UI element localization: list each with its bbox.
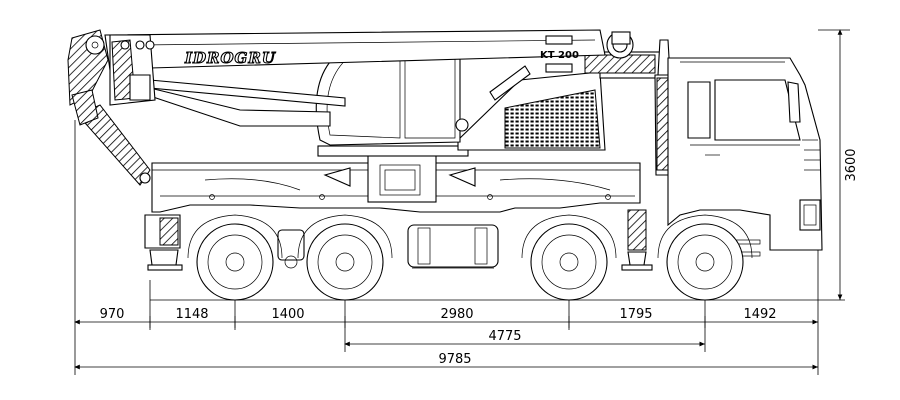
rear-outrigger — [144, 214, 183, 271]
front-outrigger — [621, 209, 653, 271]
wheel-3 — [521, 214, 617, 301]
dim-rear-axle-spacing: 1400 — [271, 307, 304, 322]
dim-wheelbase: 4775 — [488, 329, 521, 344]
dim-height: 3600 — [844, 148, 859, 181]
brand-lettering: IDROGRU — [184, 49, 276, 67]
dim-front-overhang: 1492 — [743, 307, 776, 322]
wheel-1 — [187, 214, 283, 301]
fuel-tank — [407, 224, 499, 269]
toolbox — [277, 229, 305, 269]
dimension-labels: 970 1148 1400 2980 1795 1492 4775 9785 3… — [100, 148, 859, 367]
boom-head — [67, 29, 156, 106]
crane-truck: IDROGRU KT 200 — [67, 29, 823, 301]
truck-cab — [667, 57, 823, 257]
jib — [71, 89, 151, 186]
model-lettering: KT 200 — [540, 50, 579, 61]
dim-middle-span: 2980 — [440, 307, 473, 322]
dim-outrigger-to-axle: 1148 — [175, 307, 208, 322]
turret-base — [317, 145, 469, 203]
dim-overall-length: 9785 — [438, 352, 471, 367]
wheel-4 — [657, 214, 753, 301]
superstructure — [315, 31, 675, 176]
wheel-2 — [297, 214, 393, 301]
dimension-lines — [74, 29, 850, 375]
dim-rear-overhang: 970 — [100, 307, 125, 322]
dim-front-axle-spacing: 1795 — [619, 307, 652, 322]
boom: IDROGRU KT 200 — [67, 29, 606, 186]
